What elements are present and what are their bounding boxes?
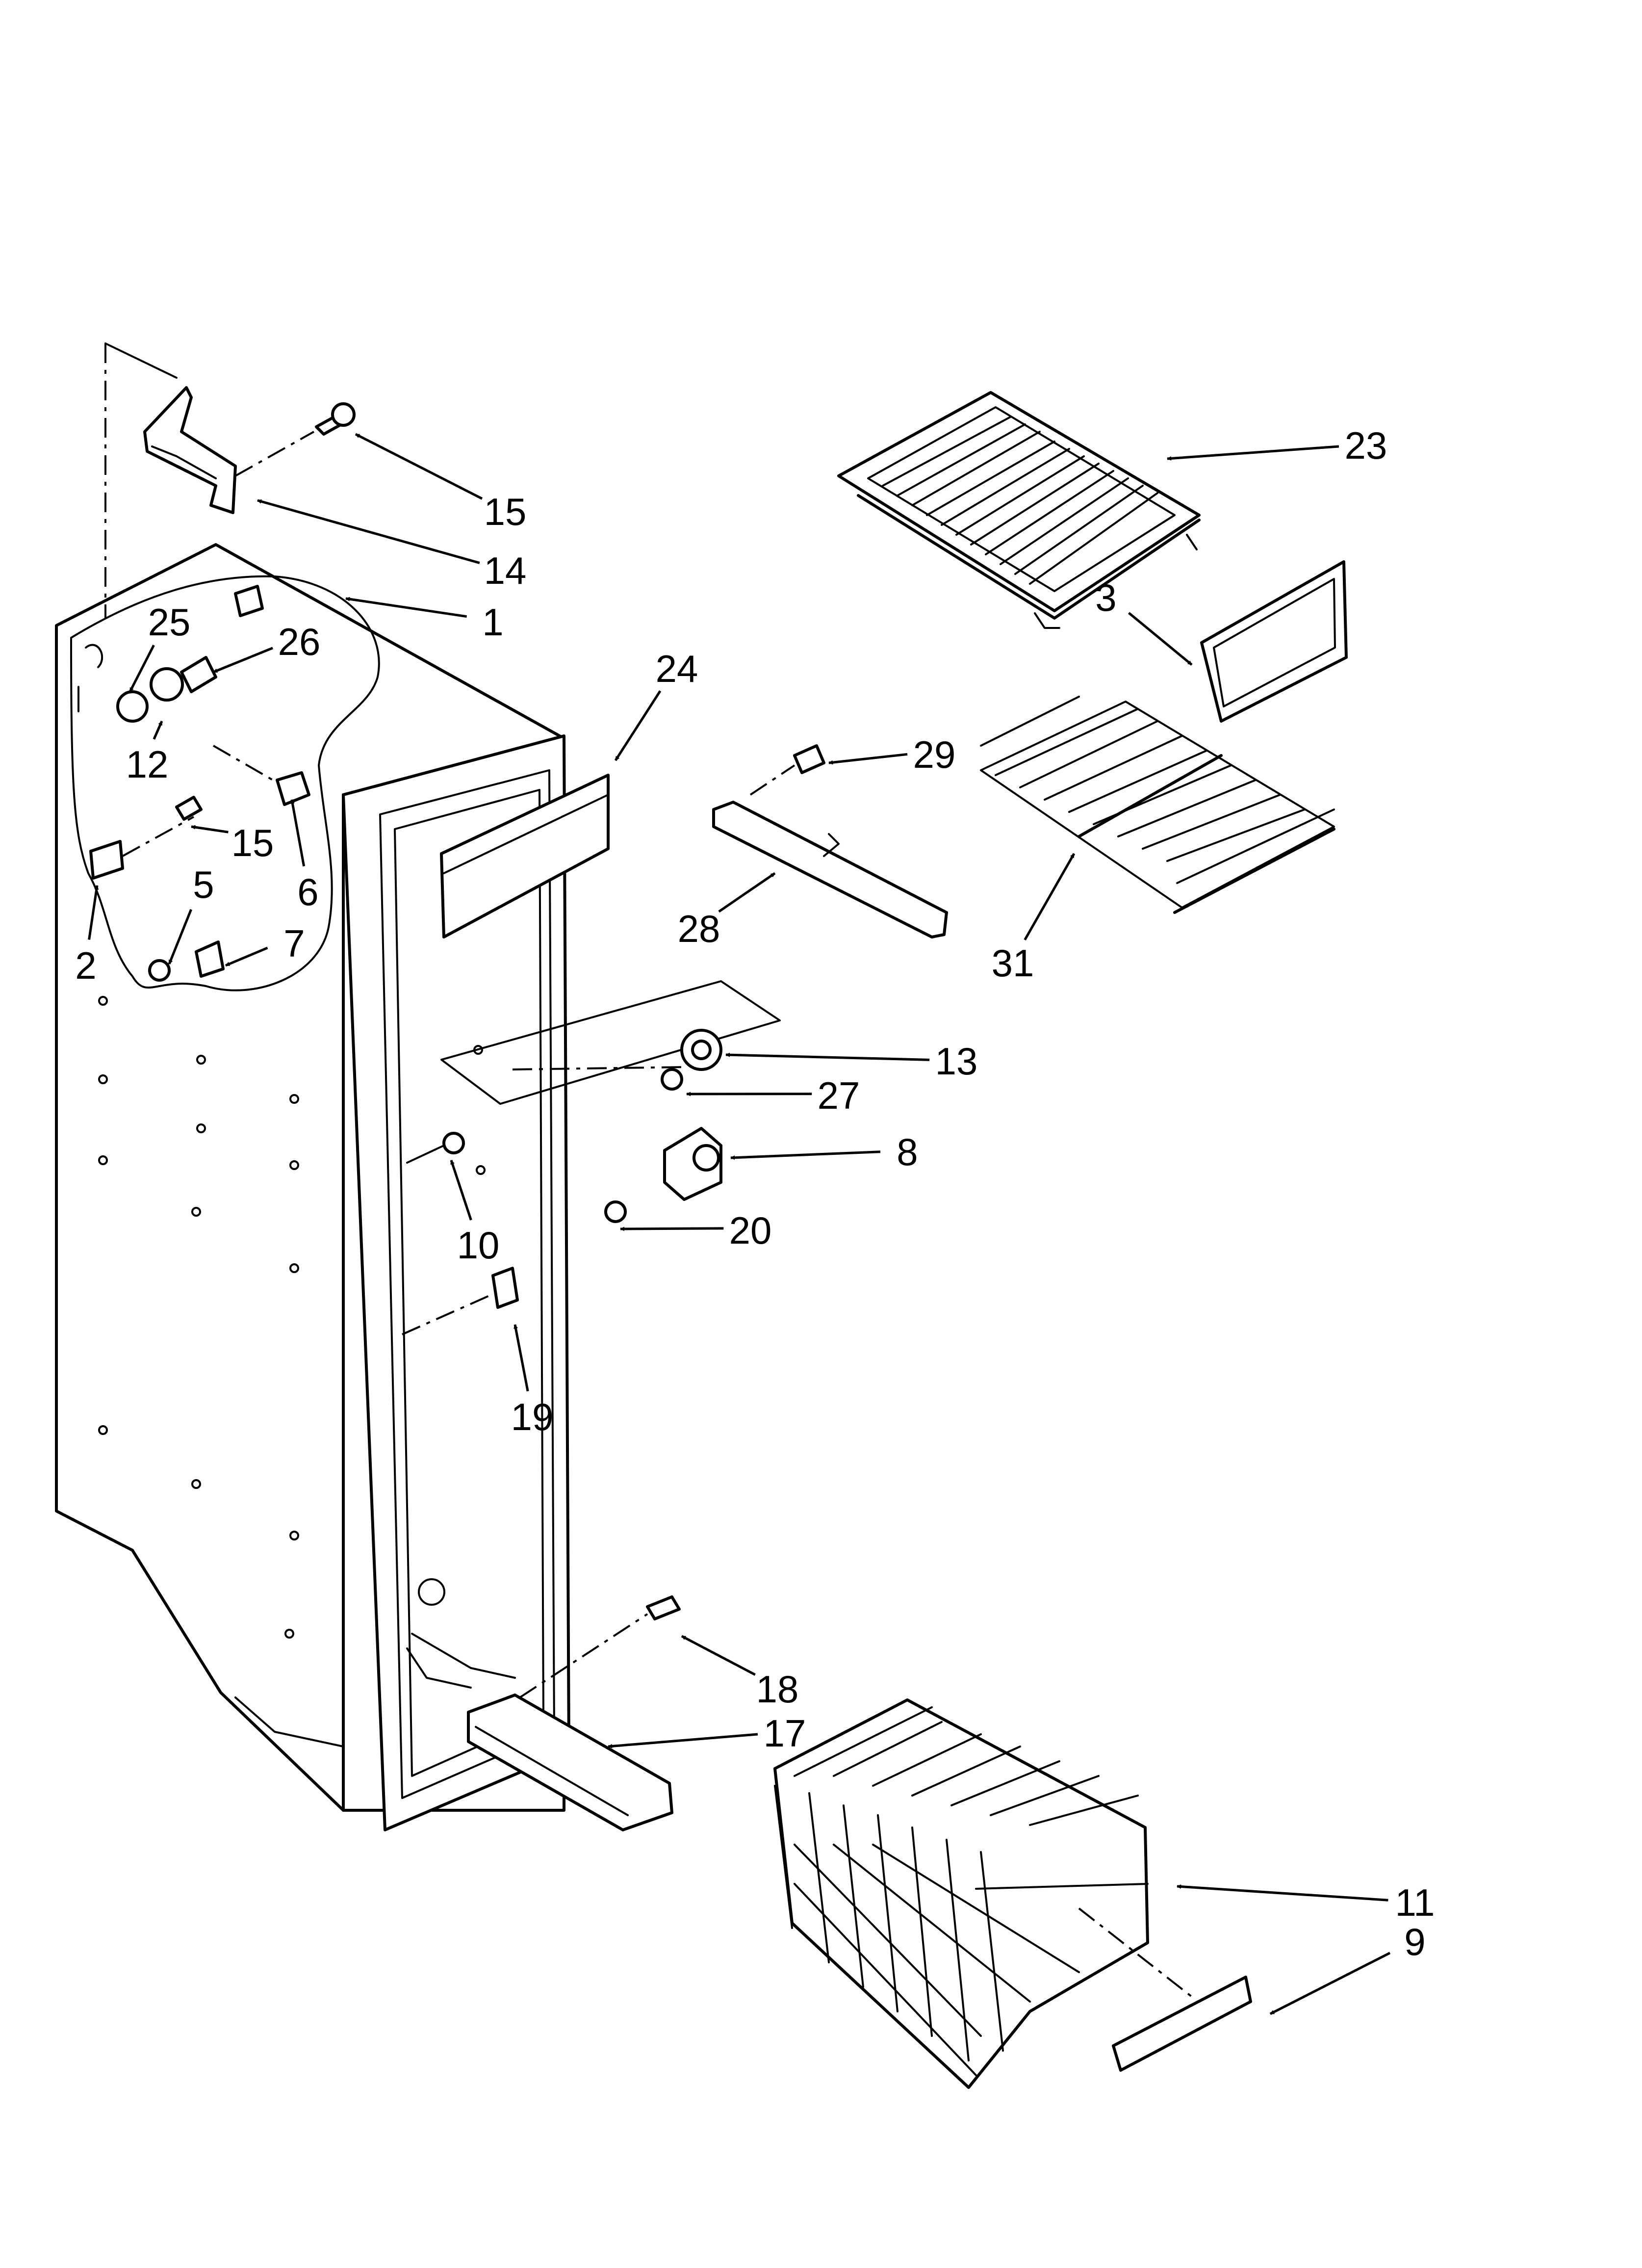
liner-holes — [98, 996, 486, 1639]
label-plate — [440, 980, 781, 1105]
callout-leader-1 — [345, 597, 467, 618]
callout-label-15: 15 — [484, 490, 527, 533]
callout-leader-5 — [168, 909, 193, 965]
callout-leader-11 — [1177, 1884, 1388, 1902]
callout-label-19: 19 — [511, 1395, 554, 1438]
screw-part-15a — [315, 402, 356, 436]
callout-leader-17 — [608, 1733, 758, 1748]
callout-label-12: 12 — [126, 743, 169, 786]
callout-label-11: 11 — [1395, 1881, 1435, 1924]
bin-part-3 — [1200, 560, 1348, 723]
callout-leader-19 — [513, 1324, 529, 1392]
light-socket-parts — [77, 585, 264, 723]
callout-leader-15 — [191, 825, 229, 834]
screw-part-20 — [604, 1200, 627, 1223]
slide-part-28 — [712, 801, 948, 938]
callout-leader-12 — [153, 720, 163, 740]
callout-label-6: 6 — [297, 870, 318, 913]
screw-part-15b — [175, 796, 203, 821]
callout-leader-23 — [1167, 445, 1339, 461]
callout-label-13: 13 — [935, 1040, 978, 1083]
callout-leader-28 — [718, 872, 776, 913]
callout-label-17: 17 — [764, 1712, 806, 1755]
callout-leader-8 — [730, 1150, 881, 1160]
callout-label-24: 24 — [656, 647, 698, 690]
callout-leader-24 — [614, 690, 662, 761]
callout-label-8: 8 — [897, 1130, 918, 1173]
screw-part-29 — [749, 744, 825, 796]
callout-leader-25 — [128, 645, 155, 693]
callout-label-1: 1 — [482, 600, 503, 644]
callout-label-7: 7 — [283, 922, 305, 965]
track-part-14 — [143, 386, 237, 514]
callout-leader-6 — [290, 799, 306, 867]
roller-part-13 — [680, 1029, 722, 1071]
callout-label-5: 5 — [193, 863, 214, 906]
callout-leader-7 — [225, 946, 268, 967]
screw-part-27 — [661, 1068, 683, 1091]
trim-part-9 — [1078, 1907, 1252, 2072]
wire-shelf-part-31 — [980, 696, 1335, 914]
callout-label-14: 14 — [484, 549, 527, 592]
callout-label-3: 3 — [1095, 576, 1116, 619]
callout-leader-13 — [725, 1052, 930, 1061]
callout-label-20: 20 — [729, 1209, 772, 1252]
screw-part-5 — [148, 959, 171, 982]
callout-leader-10 — [450, 1160, 472, 1221]
switch-part-19 — [402, 1267, 519, 1335]
callout-leader-26 — [213, 647, 274, 674]
callout-label-15: 15 — [231, 821, 274, 864]
bracket-part-8 — [663, 1127, 722, 1201]
damper-part-6 — [213, 745, 310, 806]
trim-part-24 — [440, 774, 610, 938]
callout-label-18: 18 — [756, 1668, 799, 1711]
callout-label-9: 9 — [1404, 1920, 1425, 1963]
callout-leader-2 — [88, 885, 99, 940]
freezer-liner — [55, 543, 570, 1831]
basket-part-11 — [773, 1698, 1149, 2089]
callout-leader-20 — [620, 1226, 724, 1231]
callout-label-23: 23 — [1345, 424, 1387, 467]
callout-label-31: 31 — [992, 941, 1034, 985]
callout-label-2: 2 — [75, 944, 96, 987]
bracket-part-2 — [89, 816, 194, 880]
callout-label-28: 28 — [678, 907, 720, 950]
screw-part-18 — [519, 1595, 681, 1698]
callout-leader-18 — [681, 1635, 756, 1676]
callout-label-26: 26 — [278, 620, 321, 663]
callout-leader-15 — [355, 433, 483, 500]
plug-part-10 — [406, 1132, 465, 1164]
callout-leader-29 — [828, 753, 908, 765]
shelf-part-23 — [837, 391, 1201, 629]
grille-part-17 — [467, 1694, 673, 1831]
callout-label-27: 27 — [818, 1074, 860, 1117]
callout-label-10: 10 — [457, 1224, 500, 1267]
callout-leader-14 — [257, 499, 480, 564]
callout-label-25: 25 — [148, 600, 191, 644]
callout-label-29: 29 — [913, 733, 956, 776]
callout-leader-3 — [1128, 612, 1193, 666]
callout-leader-31 — [1024, 853, 1076, 941]
callout-leader-9 — [1269, 1952, 1391, 2015]
clip-part-7 — [195, 940, 225, 978]
